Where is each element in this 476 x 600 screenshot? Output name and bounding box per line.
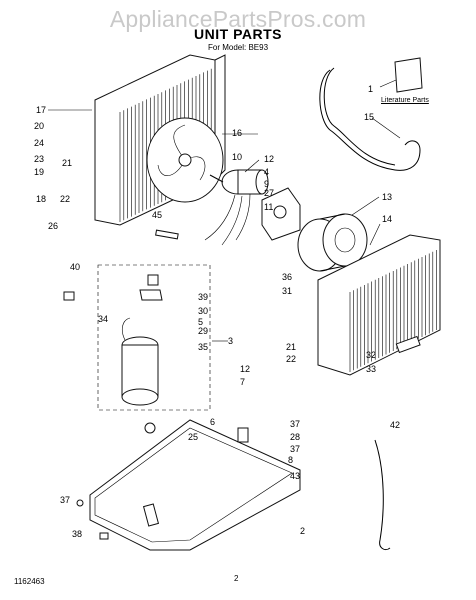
callout-16: 16 — [232, 128, 242, 138]
fan-motor — [204, 169, 269, 246]
part-37-screw — [76, 499, 84, 507]
part-32-filter — [395, 335, 421, 354]
callout-25: 25 — [188, 432, 198, 442]
callout-32: 32 — [366, 350, 376, 360]
callout-39: 39 — [198, 292, 208, 302]
callout-38: 38 — [72, 529, 82, 539]
part-6-grommet — [144, 422, 156, 434]
callout-6: 6 — [210, 417, 215, 427]
callout-14: 14 — [382, 214, 392, 224]
callout-8: 8 — [288, 455, 293, 465]
callout-1: 1 — [368, 84, 373, 94]
callout-15: 15 — [364, 112, 374, 122]
callout-40: 40 — [70, 262, 80, 272]
literature-booklet — [394, 57, 423, 93]
callout-30: 30 — [198, 306, 208, 316]
callout-3: 3 — [228, 336, 233, 346]
callout-45: 45 — [152, 210, 162, 220]
callout-19: 19 — [34, 167, 44, 177]
callout-10: 10 — [232, 152, 242, 162]
callout-21: 21 — [62, 158, 72, 168]
callout-43: 43 — [290, 471, 300, 481]
callout-24: 24 — [34, 138, 44, 148]
callout-20: 20 — [34, 121, 44, 131]
callout-37: 37 — [290, 444, 300, 454]
diagram-title: UNIT PARTS — [194, 26, 282, 42]
callout-37: 37 — [60, 495, 70, 505]
literature-parts-label: Literature Parts — [381, 97, 429, 104]
callout-23: 23 — [34, 154, 44, 164]
callout-22: 22 — [60, 194, 70, 204]
base-pan — [89, 419, 301, 551]
compressor-assembly-box — [97, 264, 211, 411]
callout-27: 27 — [264, 188, 274, 198]
part-40-bushing — [63, 291, 75, 301]
callout-36: 36 — [282, 272, 292, 282]
part-38-clip — [99, 532, 109, 540]
part-25-bracket — [237, 427, 249, 443]
callout-31: 31 — [282, 286, 292, 296]
callout-12: 12 — [240, 364, 250, 374]
callout-9: 9 — [264, 179, 269, 189]
wire-harness — [374, 439, 391, 551]
callout-35: 35 — [198, 342, 208, 352]
callout-33: 33 — [366, 364, 376, 374]
callout-11: 11 — [264, 202, 273, 212]
tubing-loop — [319, 69, 421, 171]
callout-12: 12 — [264, 154, 274, 164]
callout-42: 42 — [390, 420, 400, 430]
callout-18: 18 — [36, 194, 46, 204]
callout-34: 34 — [98, 314, 108, 324]
callout-4: 4 — [264, 167, 269, 177]
callout-22: 22 — [286, 354, 296, 364]
site-watermark: AppliancePartsPros.com — [109, 6, 367, 32]
callout-5: 5 — [198, 317, 203, 327]
motor-mount-bracket — [261, 187, 301, 241]
part-45-thermostat — [155, 229, 179, 240]
callout-21: 21 — [286, 342, 296, 352]
callout-13: 13 — [382, 192, 392, 202]
callout-28: 28 — [290, 432, 300, 442]
blower-wheel — [297, 213, 368, 272]
callout-29: 29 — [198, 326, 208, 336]
document-number: 1162463 — [14, 577, 45, 586]
callout-17: 17 — [36, 105, 46, 115]
callout-7: 7 — [240, 377, 245, 387]
callout-2: 2 — [300, 526, 305, 536]
callout-26: 26 — [48, 221, 58, 231]
page-number: 2 — [234, 574, 239, 583]
model-label: For Model: BE93 — [207, 43, 269, 52]
callout-37: 37 — [290, 419, 300, 429]
leader-lines — [48, 79, 401, 342]
condenser-fan-blade — [146, 117, 224, 203]
